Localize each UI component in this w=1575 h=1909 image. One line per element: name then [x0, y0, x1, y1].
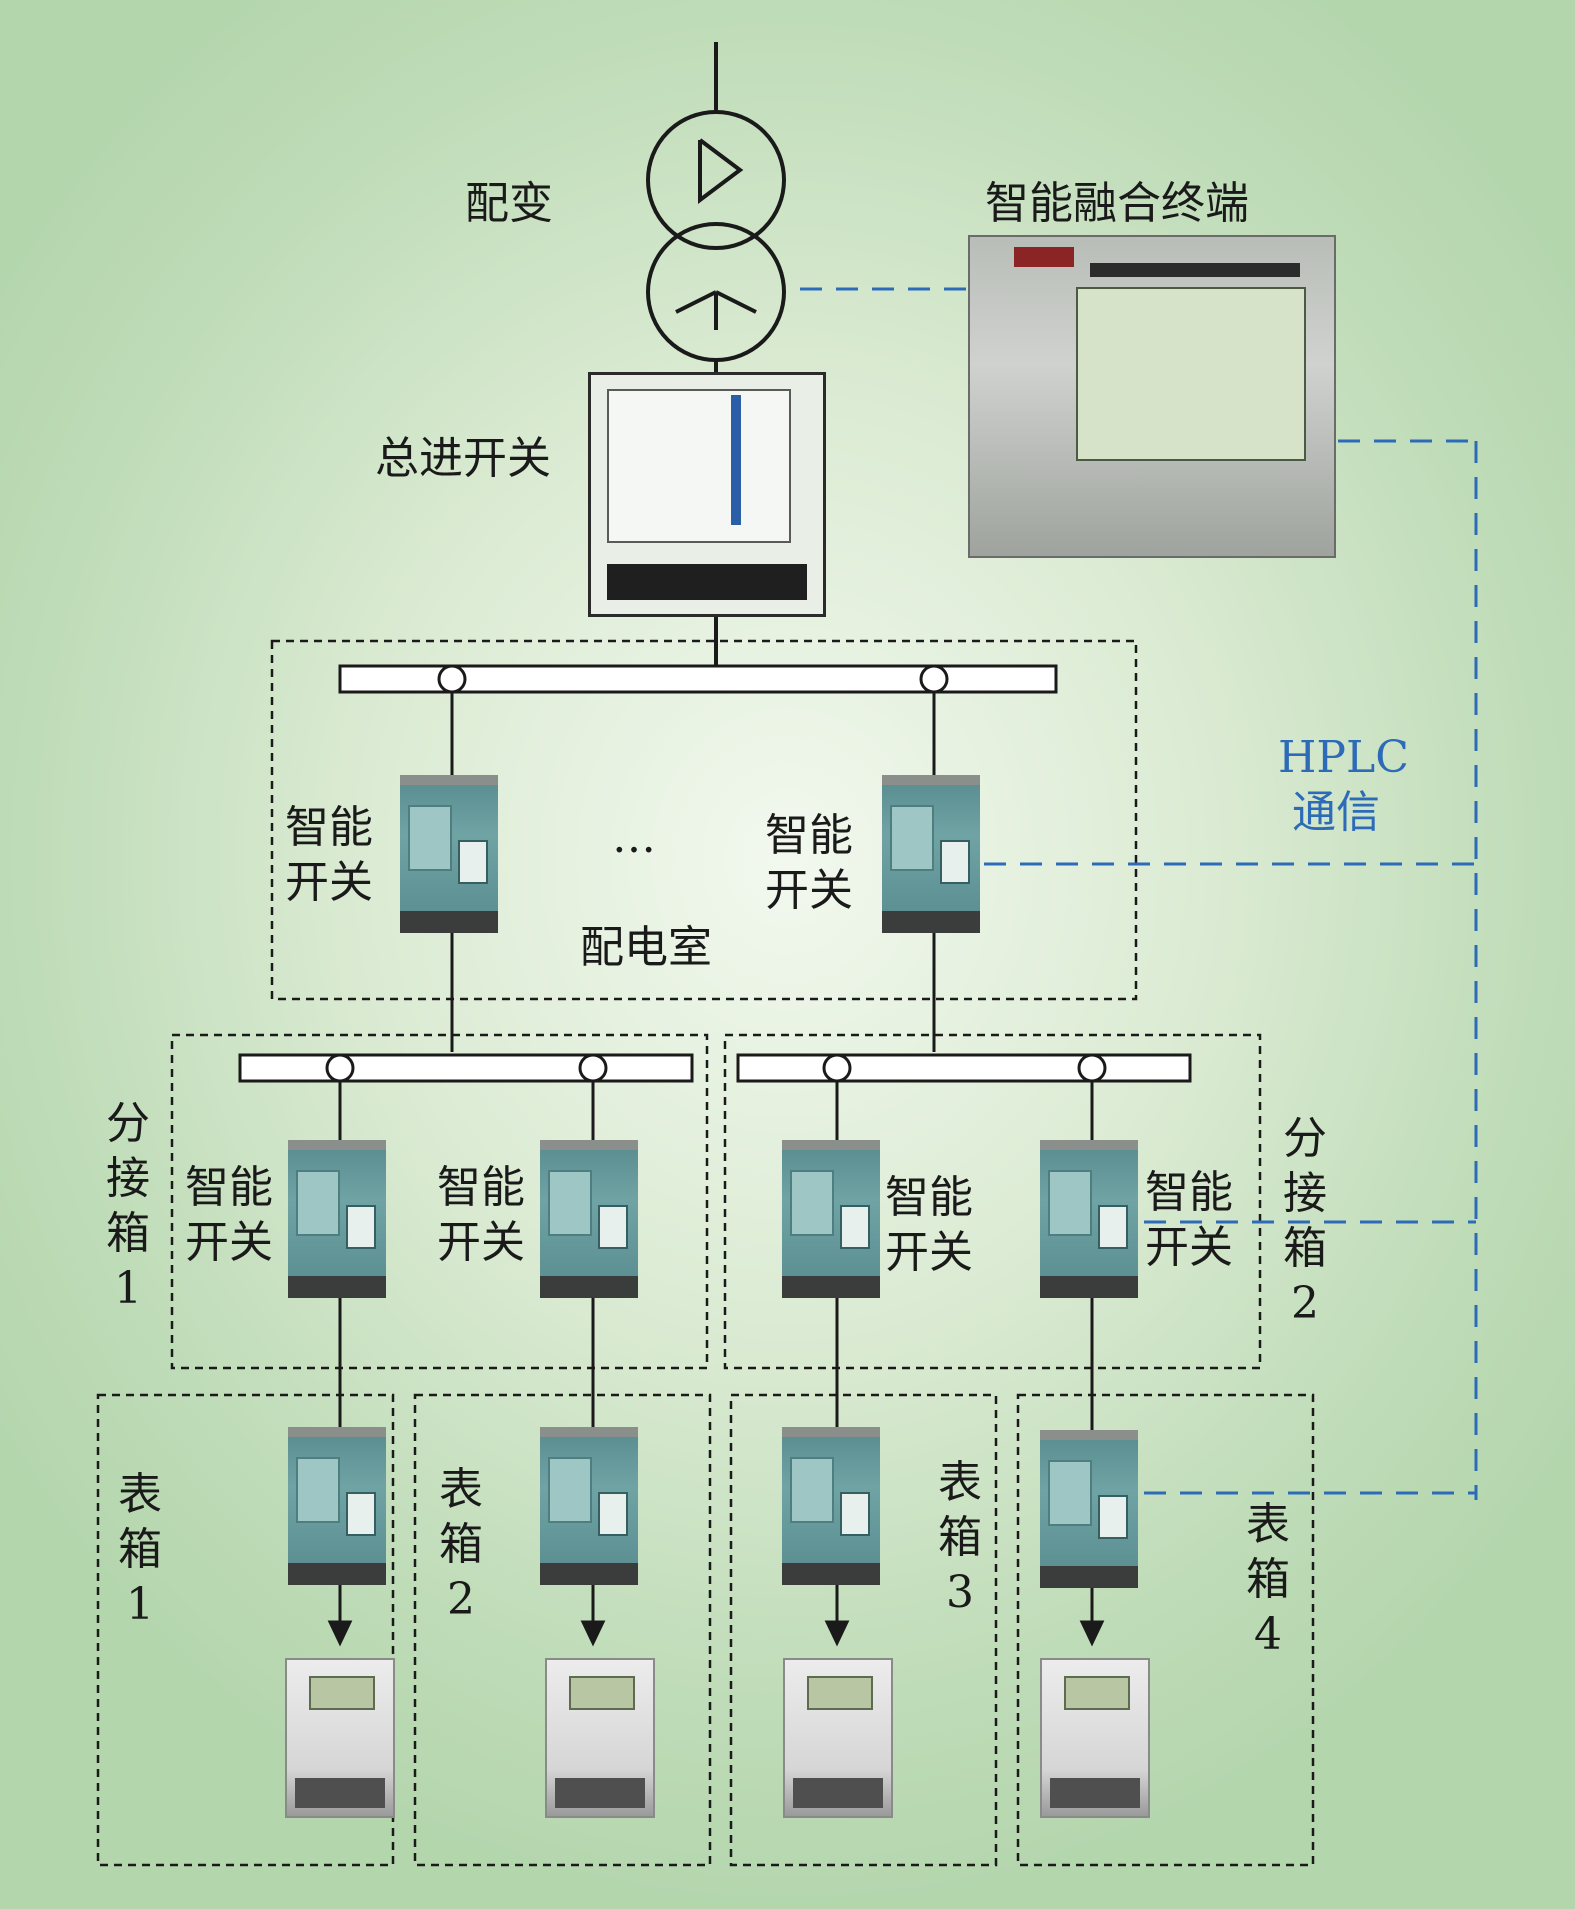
distribution-room-box [270, 639, 1138, 1001]
meter-box-1 [96, 1393, 395, 1867]
switch-label-room-right: 智能 开关 [765, 810, 853, 916]
energy-meter-icon [783, 1658, 893, 1818]
distribution-room-label: 配电室 [580, 922, 712, 973]
energy-meter-icon [285, 1658, 395, 1818]
smart-switch-icon [400, 775, 498, 933]
smart-switch-icon [882, 775, 980, 933]
breaker-icon [588, 372, 826, 617]
transformer-icon [646, 42, 786, 372]
hplc-label: HPLC [1278, 732, 1409, 783]
smart-switch-icon [1040, 1430, 1138, 1588]
ellipsis-label: … [612, 812, 656, 863]
branch-box-2 [723, 1033, 1262, 1370]
fusion-terminal-icon [968, 235, 1336, 558]
switch-label-branch-2b: 智能 开关 [1145, 1167, 1233, 1273]
switch-label-branch-1a: 智能 开关 [185, 1162, 273, 1268]
meter-box-4 [1016, 1393, 1315, 1867]
smart-switch-icon [782, 1140, 880, 1298]
smart-switch-icon [1040, 1140, 1138, 1298]
smart-switch-icon [540, 1427, 638, 1585]
energy-meter-icon [545, 1658, 655, 1818]
meter-box-3-label: 表 箱 3 [938, 1457, 982, 1618]
comm-label: 通信 [1292, 787, 1380, 838]
meter-box-2 [413, 1393, 712, 1867]
terminal-label: 智能融合终端 [985, 178, 1249, 229]
meter-box-2-label: 表 箱 2 [439, 1464, 483, 1625]
switch-label-room-left: 智能 开关 [285, 802, 373, 908]
switch-label-branch-1b: 智能 开关 [437, 1162, 525, 1268]
busbar-branch-2 [736, 1053, 1192, 1083]
hplc-comm-lines [800, 287, 1478, 1500]
energy-meter-icon [1040, 1658, 1150, 1818]
smart-switch-icon [540, 1140, 638, 1298]
branch-box-1-label: 分 接 箱 1 [106, 1098, 150, 1314]
meter-box-1-label: 表 箱 1 [118, 1469, 162, 1630]
busbar-branch-1 [238, 1053, 694, 1083]
meter-box-4-label: 表 箱 4 [1246, 1499, 1290, 1660]
smart-switch-icon [782, 1427, 880, 1585]
smart-switch-icon [288, 1427, 386, 1585]
meter-box-3 [729, 1393, 998, 1867]
main-switch-label: 总进开关 [375, 433, 551, 484]
switch-label-branch-2a: 智能 开关 [885, 1172, 973, 1278]
branch-box-1 [170, 1033, 709, 1370]
branch-box-2-label: 分 接 箱 2 [1283, 1113, 1327, 1329]
transformer-label: 配变 [465, 178, 553, 229]
smart-switch-icon [288, 1140, 386, 1298]
